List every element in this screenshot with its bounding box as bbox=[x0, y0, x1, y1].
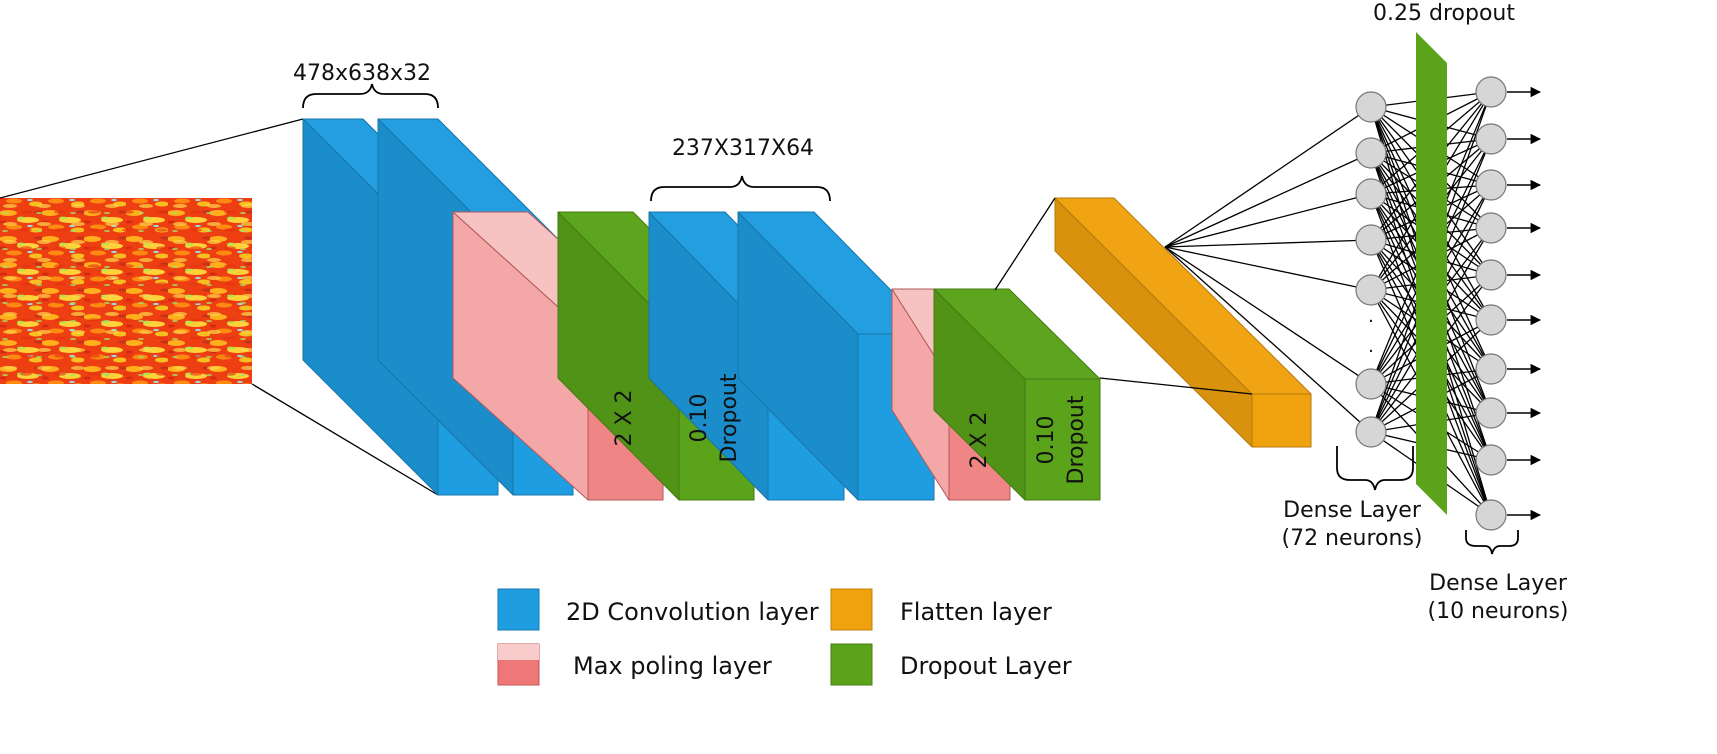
output-dense-layer bbox=[1475, 76, 1542, 531]
hidden-neuron bbox=[1355, 368, 1387, 400]
first-conv-dimensions: 478x638x32 bbox=[293, 61, 431, 86]
ellipsis-dot: · bbox=[1368, 341, 1374, 362]
second-conv-dimensions: 237X317X64 bbox=[672, 136, 814, 161]
output-neuron bbox=[1475, 76, 1507, 108]
flatten-to-dense-edge bbox=[1164, 152, 1372, 248]
flatten-to-dense-edge bbox=[1164, 246, 1372, 385]
flatten-link bbox=[994, 197, 1056, 291]
flatten-link bbox=[1099, 377, 1253, 395]
flatten-to-dense-edge bbox=[1164, 239, 1372, 248]
legend-swatch-dropout bbox=[830, 643, 873, 686]
legend-swatch-pool-highlight bbox=[498, 644, 539, 660]
output-neuron bbox=[1475, 444, 1507, 476]
projection-line bbox=[0, 118, 304, 199]
flatten-to-dense-edge bbox=[1164, 246, 1372, 433]
hidden-layer-title: Dense Layer bbox=[1283, 498, 1422, 523]
hidden-neuron bbox=[1355, 137, 1387, 169]
brace-output-layer bbox=[1465, 530, 1519, 555]
dropout-1-name: Dropout bbox=[717, 373, 742, 462]
flatten-to-dense-edge bbox=[1164, 106, 1372, 248]
legend-label-dropout: Dropout Layer bbox=[900, 652, 1072, 680]
dropout-2-rate: 0.10 bbox=[1034, 416, 1059, 465]
flatten-to-dense-edge bbox=[1164, 193, 1372, 248]
conv-stack bbox=[302, 118, 1312, 501]
brace-hidden-layer bbox=[1336, 446, 1414, 491]
output-neuron bbox=[1475, 397, 1507, 429]
brace-first-conv bbox=[302, 83, 439, 109]
output-layer-title: Dense Layer bbox=[1429, 571, 1568, 596]
legend-label-pool: Max poling layer bbox=[573, 652, 772, 680]
brace-second-conv bbox=[650, 175, 831, 202]
hidden-neuron bbox=[1355, 178, 1387, 210]
output-neuron bbox=[1475, 123, 1507, 155]
dense-dropout-label: 0.25 dropout bbox=[1373, 1, 1515, 26]
output-neuron bbox=[1475, 304, 1507, 336]
ellipsis-dot: · bbox=[1368, 311, 1374, 332]
pool-1-size: 2 X 2 bbox=[612, 389, 637, 446]
projection-line bbox=[251, 383, 439, 496]
dropout-layer-2 bbox=[933, 288, 1101, 501]
legend-label-flatten: Flatten layer bbox=[900, 598, 1052, 626]
legend-label-conv: 2D Convolution layer bbox=[566, 598, 819, 626]
dropout-2-name: Dropout bbox=[1064, 395, 1089, 484]
flatten-to-dense-edge bbox=[1164, 246, 1372, 291]
pool-2-size: 2 X 2 bbox=[967, 411, 992, 468]
flatten-layer bbox=[1054, 197, 1312, 448]
output-neuron bbox=[1475, 259, 1507, 291]
output-neuron bbox=[1475, 499, 1507, 531]
hidden-dense-layer bbox=[1355, 91, 1387, 448]
output-neuron bbox=[1475, 169, 1507, 201]
hidden-neuron bbox=[1355, 416, 1387, 448]
legend: 2D Convolution layer Flatten layer Max p… bbox=[497, 588, 1072, 686]
output-neuron bbox=[1475, 353, 1507, 385]
legend-swatch-conv bbox=[497, 588, 540, 631]
legend-swatch-flatten bbox=[830, 588, 873, 631]
hidden-neuron bbox=[1355, 274, 1387, 306]
hidden-neuron bbox=[1355, 91, 1387, 123]
dropout-1-rate: 0.10 bbox=[687, 394, 712, 443]
input-image bbox=[0, 198, 252, 384]
hidden-neuron bbox=[1355, 224, 1387, 256]
hidden-layer-count: (72 neurons) bbox=[1281, 526, 1422, 551]
output-neuron bbox=[1475, 212, 1507, 244]
output-layer-count: (10 neurons) bbox=[1427, 599, 1568, 624]
dropout-layer-bar bbox=[1416, 32, 1447, 515]
